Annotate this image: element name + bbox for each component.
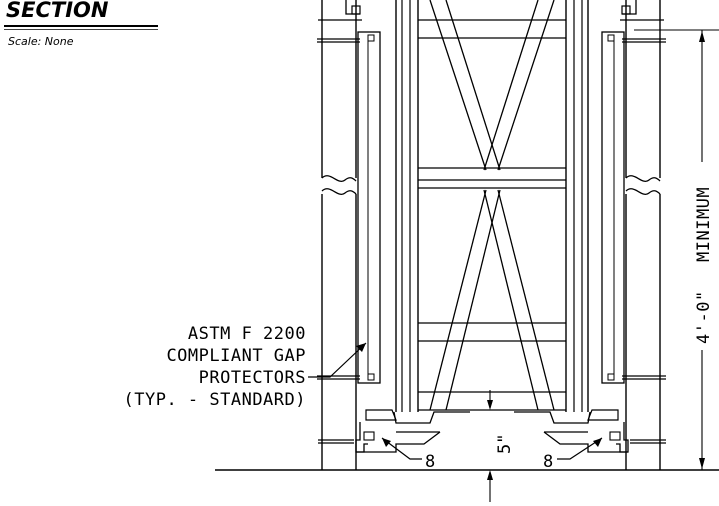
detail-tag-right: 8	[543, 452, 553, 472]
detail-tag-right-group: 8	[543, 437, 603, 472]
gate-frame	[395, 0, 589, 412]
callout-line-4: (TYP. - STANDARD)	[124, 390, 307, 410]
top-fittings	[318, 0, 664, 21]
left-post	[321, 0, 357, 470]
right-gap-protector	[601, 31, 666, 384]
callout-line-3: PROTECTORS	[199, 368, 306, 388]
height-dimension-note: MINIMUM	[694, 187, 714, 262]
left-gap-protector	[317, 31, 381, 384]
scale-label: Scale: None	[8, 35, 74, 48]
bottom-fittings	[318, 409, 666, 453]
callout-leader	[308, 342, 367, 378]
detail-tag-left: 8	[425, 452, 435, 472]
callout-line-1: ASTM F 2200	[188, 324, 306, 344]
callout-arrowhead	[356, 343, 366, 352]
gap-dimension-label: 5"	[495, 434, 515, 454]
diagonal-braces	[429, 0, 555, 411]
gap-dimension: 5"	[487, 390, 515, 502]
callout-line-2: COMPLIANT GAP	[166, 346, 306, 366]
height-dimension-label: 4'-0"	[694, 290, 714, 344]
detail-tag-left-group: 8	[381, 437, 435, 472]
height-dimension: 4'-0" MINIMUM	[634, 29, 719, 470]
gap-protector-callout: ASTM F 2200 COMPLIANT GAP PROTECTORS (TY…	[124, 324, 367, 410]
section-title: SECTION	[6, 0, 109, 22]
right-post	[625, 0, 661, 470]
